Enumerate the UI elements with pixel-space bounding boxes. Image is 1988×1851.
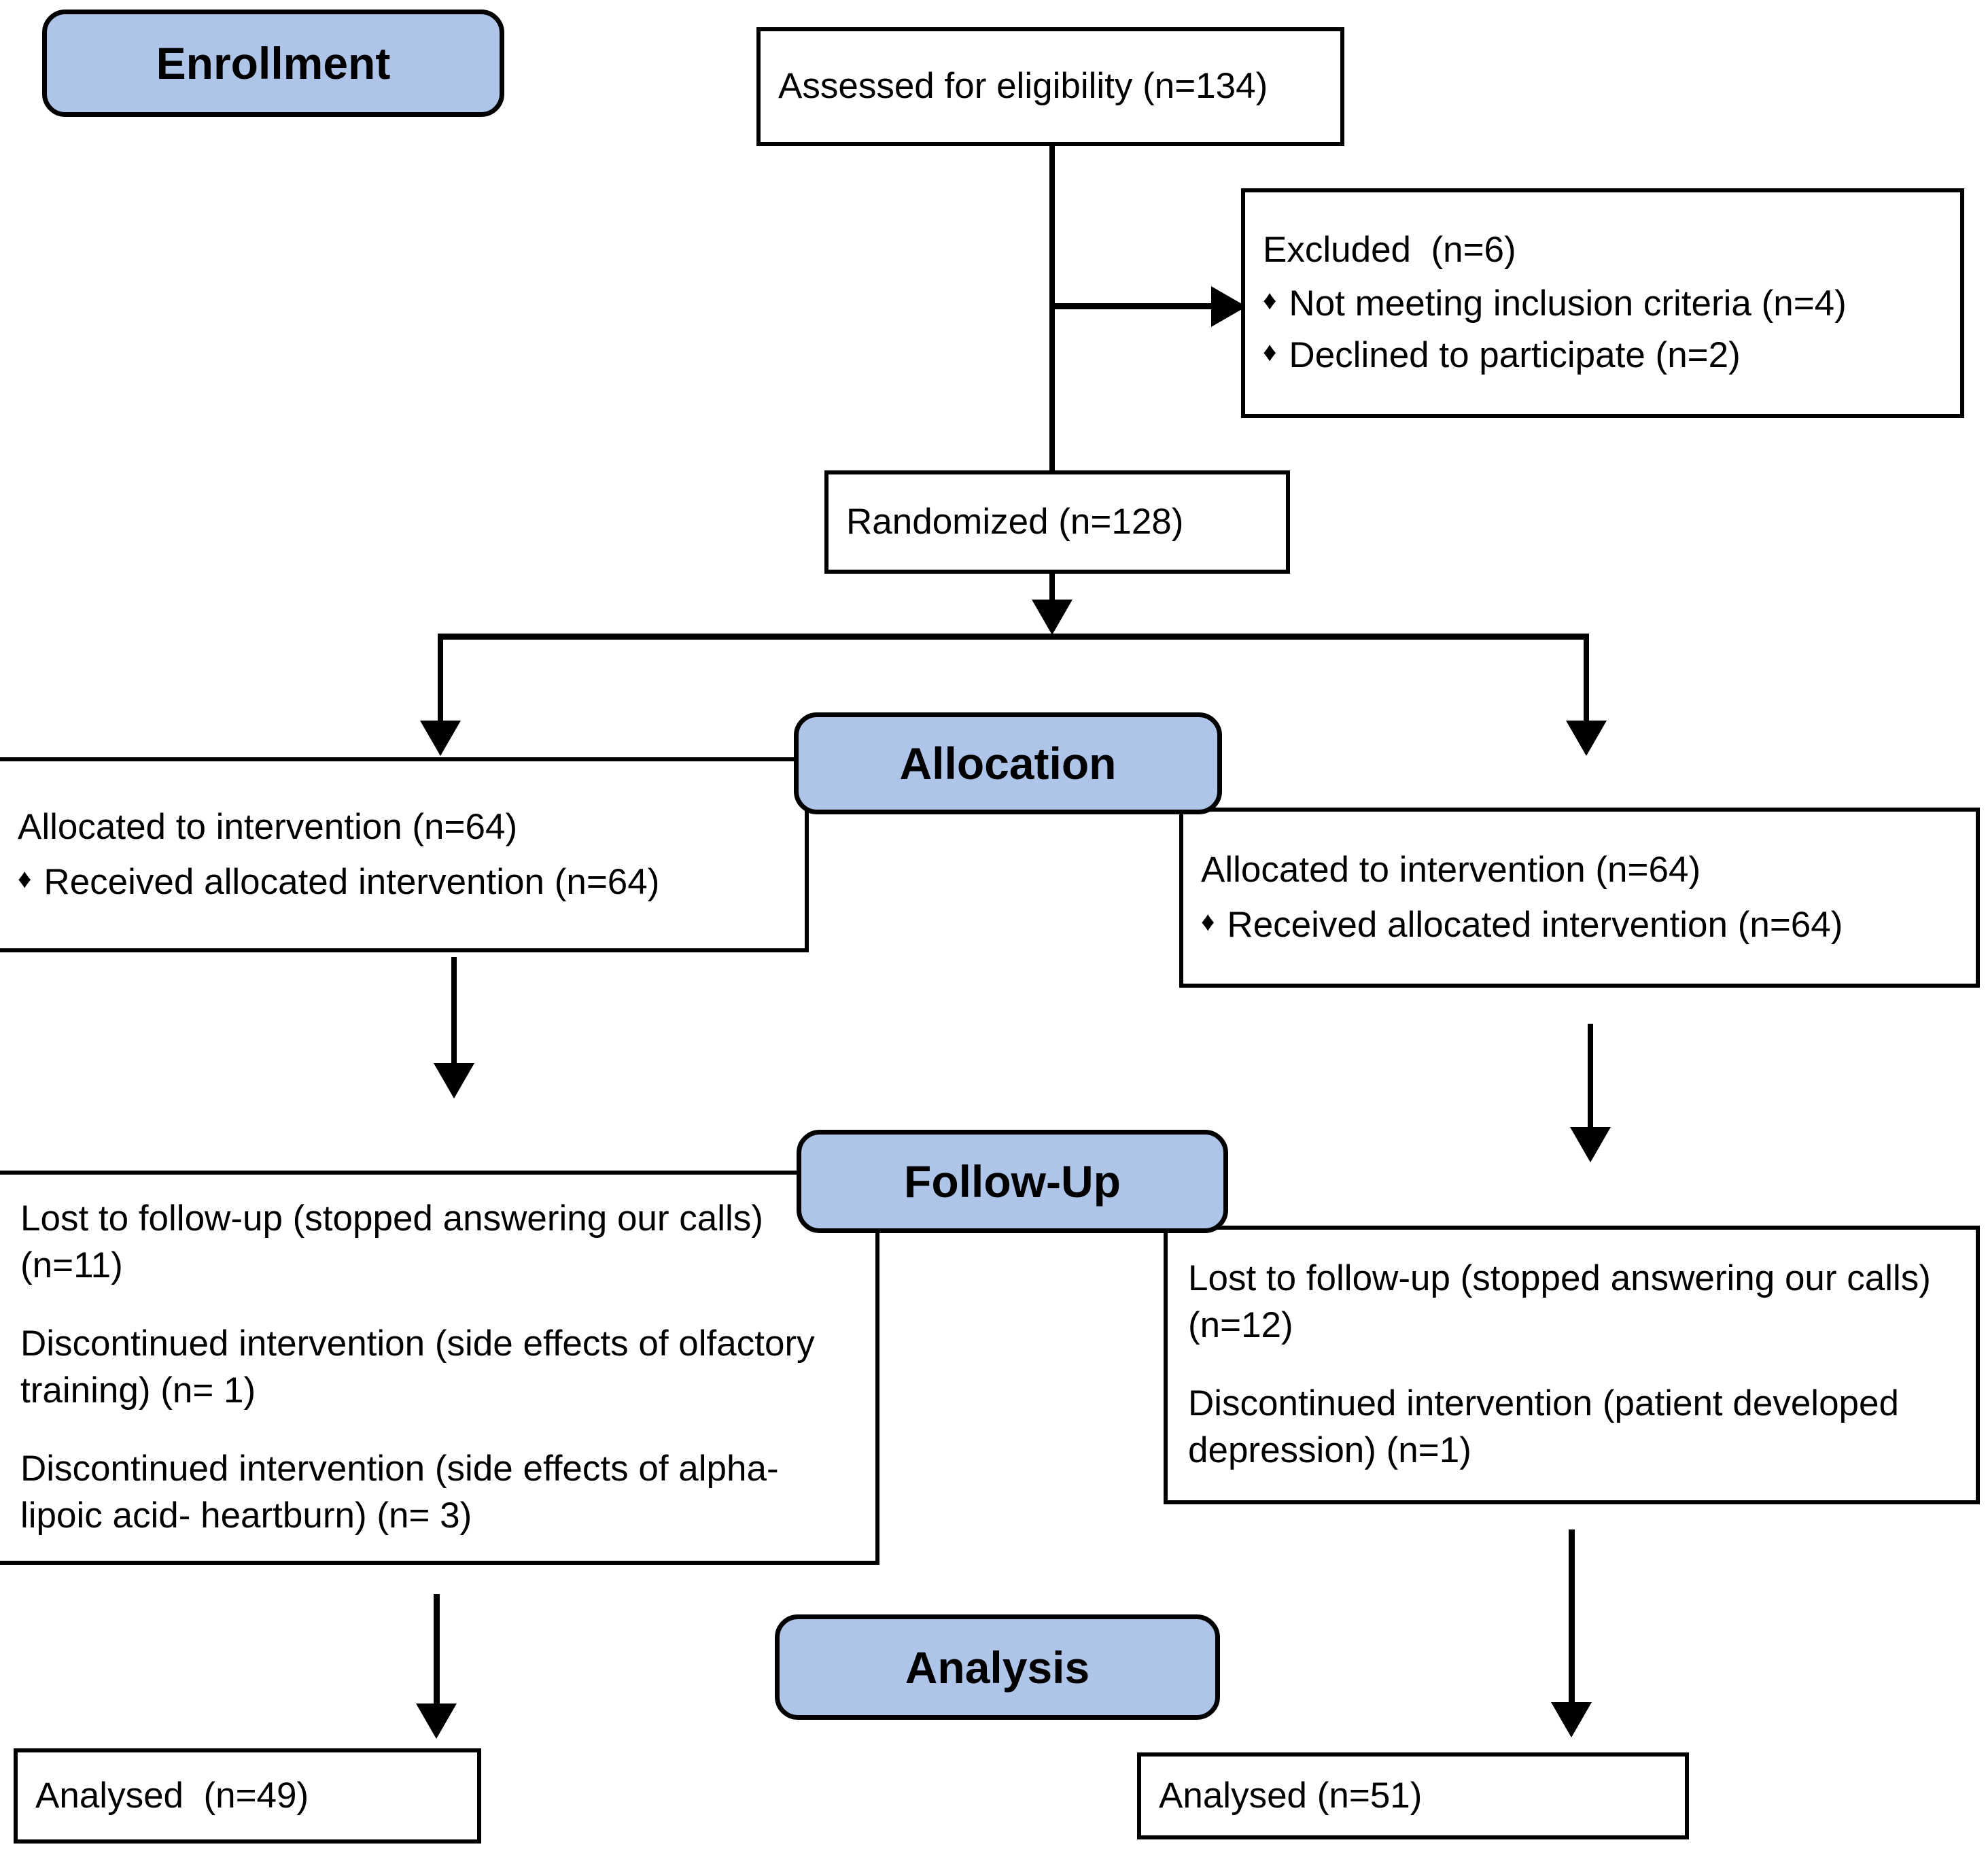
node-randomized: Randomized (n=128) [824,470,1290,574]
node-followup-left: Lost to follow-up (stopped answering our… [0,1171,879,1565]
excluded-bullet-2: ♦ Declined to participate (n=2) [1263,332,1942,379]
connector-to-excluded [1049,303,1213,309]
connector-alloc-left-to-followup [451,957,457,1066]
followup-left-para-3: Discontinued intervention (side effects … [20,1448,779,1536]
randomized-text: Randomized (n=128) [846,501,1184,542]
arrowhead-alloc-right-to-followup [1570,1127,1611,1162]
connector-randomized-down [1049,574,1055,602]
analysed-right-text: Analysed (n=51) [1159,1775,1423,1816]
diamond-bullet-icon: ♦ [18,863,32,894]
allocated-right-bullet-1: ♦ Received allocated intervention (n=64) [1201,902,1958,949]
node-assessed-for-eligibility: Assessed for eligibility (n=134) [756,27,1344,146]
node-analysed-right: Analysed (n=51) [1137,1752,1689,1839]
connector-alloc-right-to-followup [1588,1024,1593,1130]
stage-badge-enrollment-label: Enrollment [156,38,391,88]
stage-badge-followup: Follow-Up [797,1130,1228,1233]
arrowhead-split-right [1566,721,1607,756]
allocated-left-heading: Allocated to intervention (n=64) [18,806,518,847]
node-allocated-right: Allocated to intervention (n=64) ♦ Recei… [1179,808,1980,988]
excluded-heading: Excluded (n=6) [1263,229,1516,270]
followup-left-para-2: Discontinued intervention (side effects … [20,1324,815,1411]
excluded-bullet-2-text: Declined to participate (n=2) [1289,335,1741,376]
allocated-left-bullet-1: ♦ Received allocated intervention (n=64) [18,859,787,906]
followup-left-para-1: Lost to follow-up (stopped answering our… [20,1198,763,1286]
arrowhead-to-excluded [1211,286,1246,327]
allocated-left-bullet-1-text: Received allocated intervention (n=64) [43,861,660,902]
connector-followup-right-to-analysed [1569,1529,1575,1705]
analysed-left-text: Analysed (n=49) [35,1775,309,1816]
arrowhead-followup-left-to-analysed [416,1703,457,1739]
connector-split-left [438,634,443,723]
stage-badge-allocation-label: Allocation [899,738,1117,789]
connector-split-bar [438,634,1589,640]
arrowhead-split-left [420,721,461,756]
stage-badge-enrollment: Enrollment [42,10,504,117]
diamond-bullet-icon: ♦ [1263,337,1277,368]
followup-right-para-1: Lost to follow-up (stopped answering our… [1188,1258,1931,1346]
diamond-bullet-icon: ♦ [1201,906,1215,937]
stage-badge-analysis: Analysis [775,1614,1220,1720]
arrowhead-randomized-split [1032,600,1073,635]
arrowhead-alloc-left-to-followup [434,1063,474,1099]
stage-badge-analysis-label: Analysis [905,1642,1090,1693]
node-excluded: Excluded (n=6) ♦ Not meeting inclusion c… [1241,188,1964,418]
allocated-right-heading: Allocated to intervention (n=64) [1201,849,1701,890]
excluded-bullet-1: ♦ Not meeting inclusion criteria (n=4) [1263,281,1942,328]
allocated-right-bullet-1-text: Received allocated intervention (n=64) [1227,904,1843,945]
arrowhead-followup-right-to-analysed [1551,1702,1592,1737]
diamond-bullet-icon: ♦ [1263,285,1277,315]
assessed-text: Assessed for eligibility (n=134) [778,66,1268,107]
followup-right-para-2: Discontinued intervention (patient devel… [1188,1383,1899,1470]
node-analysed-left: Analysed (n=49) [14,1748,481,1844]
stage-badge-followup-label: Follow-Up [904,1156,1121,1207]
node-allocated-left: Allocated to intervention (n=64) ♦ Recei… [0,757,809,952]
node-followup-right: Lost to follow-up (stopped answering our… [1164,1226,1980,1504]
connector-split-right [1584,634,1589,723]
excluded-bullet-1-text: Not meeting inclusion criteria (n=4) [1289,283,1847,324]
connector-followup-left-to-analysed [434,1594,440,1706]
stage-badge-allocation: Allocation [794,712,1222,814]
